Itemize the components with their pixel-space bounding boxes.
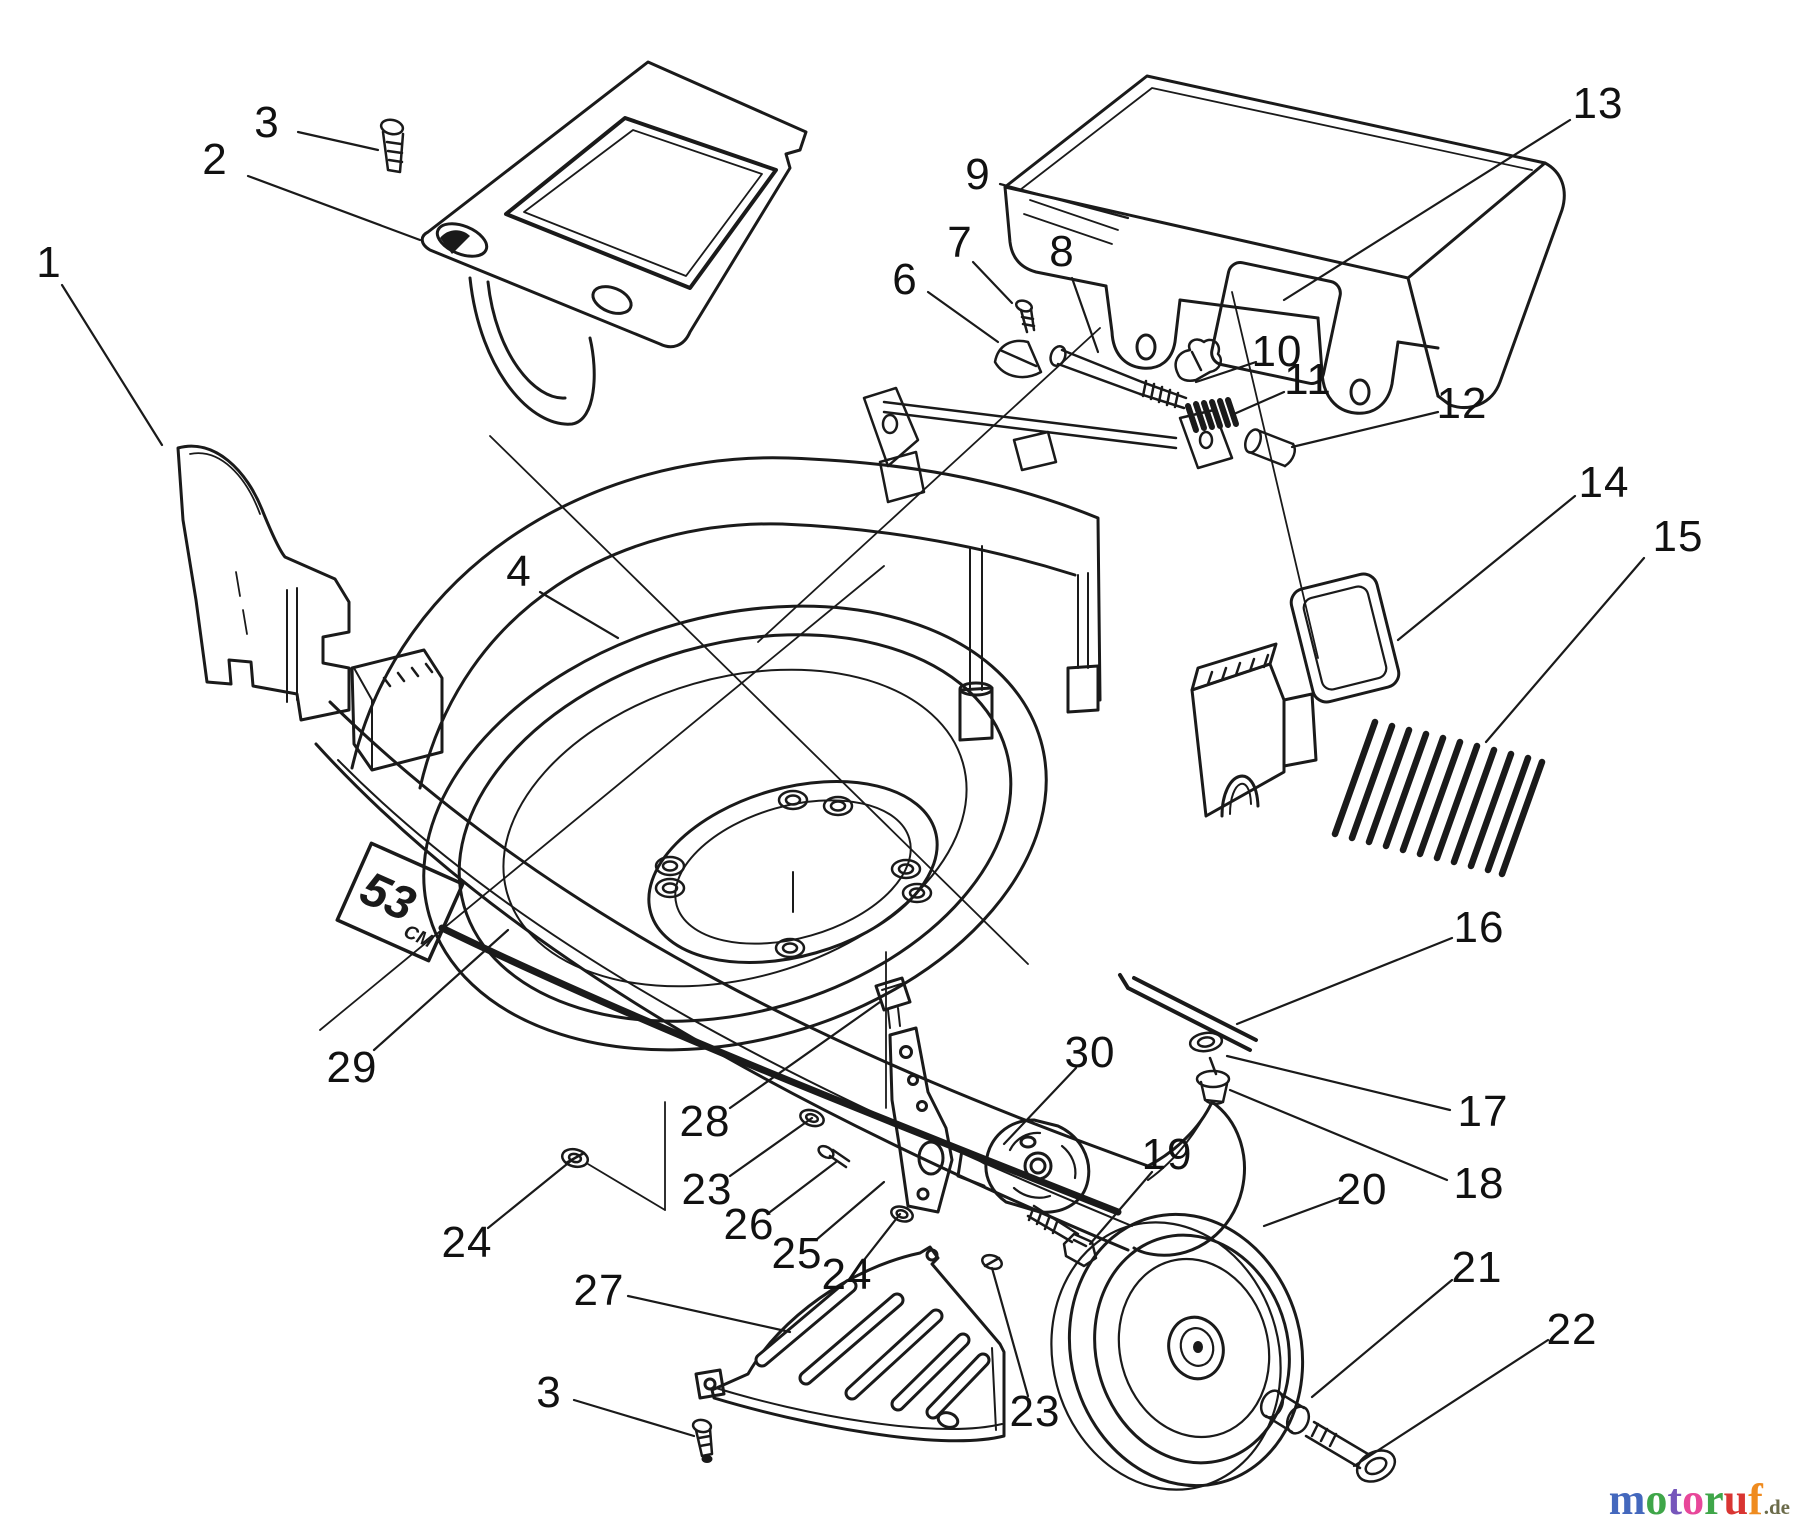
logo-letter-2: t [1667, 1475, 1683, 1524]
part-label-6: 6 [892, 255, 918, 304]
cap-piece-6 [993, 339, 1043, 379]
part-label-25: 25 [771, 1229, 823, 1278]
cam-plate-30 [956, 1118, 1091, 1214]
part-label-9: 9 [965, 150, 991, 199]
side-plate [176, 444, 351, 722]
wheel [1050, 1212, 1305, 1491]
part-label-22: 22 [1546, 1305, 1598, 1354]
deck-size-value: 53 [352, 862, 423, 932]
part-label-29: 29 [326, 1043, 378, 1092]
part-label-4: 4 [506, 547, 532, 596]
slider-block-28 [874, 976, 912, 1029]
logo-letter-3: o [1682, 1475, 1705, 1524]
part-label-19: 19 [1141, 1130, 1193, 1179]
deck-housing: 53 CM [314, 456, 1318, 1257]
part-label-18: 18 [1453, 1159, 1505, 1208]
part-label-3-bottom: 3 [536, 1368, 562, 1417]
part-label-17: 17 [1457, 1087, 1509, 1136]
linkage-assembly [862, 299, 1296, 504]
part-label-26: 26 [723, 1200, 775, 1249]
construction-lines [319, 291, 1319, 1211]
part-label-7: 7 [947, 218, 973, 267]
spacer-21 [1259, 1389, 1311, 1435]
logo-letter-5: u [1723, 1475, 1749, 1524]
part-label-23-left: 23 [681, 1165, 733, 1214]
bolt-22 [1304, 1420, 1397, 1483]
screw-7 [1014, 299, 1036, 334]
part-label-24-left: 24 [441, 1218, 493, 1267]
logo-suffix: .de [1763, 1495, 1790, 1519]
logo-letter-4: r [1704, 1475, 1724, 1524]
logo-letter-6: f [1748, 1475, 1763, 1524]
part-label-11: 11 [1284, 355, 1332, 404]
gasket-frame [1289, 572, 1401, 704]
top-cover-plate [420, 60, 808, 426]
height-adjuster [560, 976, 1091, 1271]
part-label-24-right: 24 [821, 1250, 873, 1299]
logo-letter-1: o [1645, 1475, 1668, 1524]
vent-grille [1331, 718, 1546, 878]
part-label-23-bottom: 23 [1009, 1387, 1061, 1436]
part-label-10: 10 [1251, 327, 1303, 376]
deck-bolts [654, 789, 933, 959]
discharge-chute [694, 1245, 1006, 1443]
screw-bottom [691, 1418, 714, 1463]
deck-front-skirt [314, 700, 1246, 1257]
clip-10 [1174, 338, 1222, 382]
part-label-20: 20 [1336, 1165, 1388, 1214]
part-label-21: 21 [1451, 1243, 1503, 1292]
part-label-30: 30 [1064, 1028, 1116, 1077]
part-label-8: 8 [1049, 227, 1075, 276]
part-label-12: 12 [1436, 379, 1488, 428]
bolt-19 [1026, 1204, 1098, 1268]
bolt-18 [1195, 1056, 1231, 1106]
rear-cover [1003, 74, 1566, 415]
part-label-16: 16 [1453, 903, 1505, 952]
part-label-13: 13 [1572, 79, 1624, 128]
part-label-15: 15 [1652, 512, 1704, 561]
deck-size-decal: 53 CM [335, 841, 465, 963]
screw-top [379, 118, 405, 174]
spring-11 [1185, 397, 1239, 433]
rod-8 [1049, 345, 1188, 410]
hardware-bits [560, 1108, 1003, 1271]
leader-lines [60, 118, 1646, 1468]
part-label-1: 1 [36, 238, 62, 287]
logo-letter-0: m [1608, 1475, 1646, 1524]
part-label-2: 2 [202, 135, 228, 184]
washer-17 [1188, 1031, 1224, 1053]
part-label-27: 27 [573, 1266, 625, 1315]
adjuster-rack [1190, 642, 1318, 818]
part-label-3-top: 3 [254, 98, 280, 147]
part-label-14: 14 [1578, 458, 1630, 507]
part-label-28: 28 [679, 1097, 731, 1146]
adjuster-arm [888, 1026, 954, 1214]
blade-bar-group [1118, 973, 1258, 1106]
left-mount-bracket [350, 648, 444, 772]
chute-slots [754, 1278, 991, 1420]
